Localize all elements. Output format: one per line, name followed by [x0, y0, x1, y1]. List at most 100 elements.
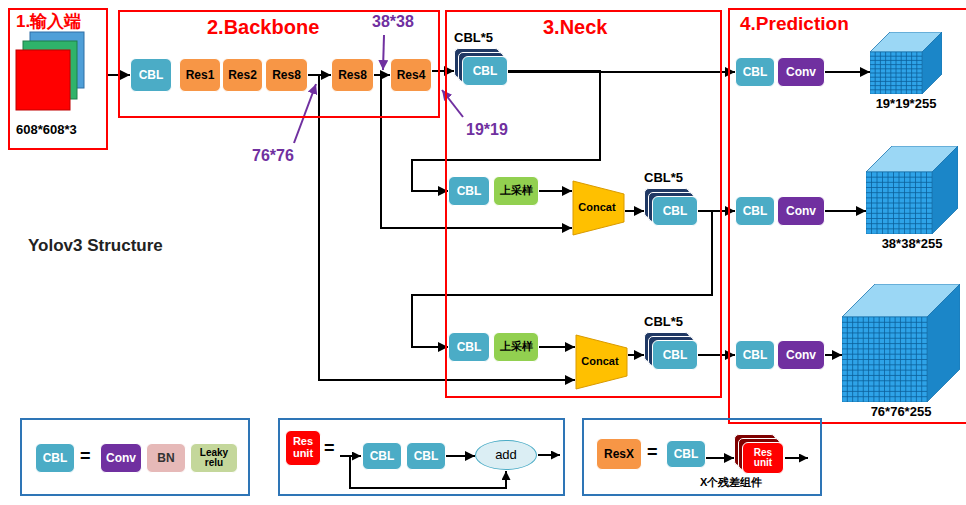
block-text: Conv: [786, 349, 816, 362]
tensor-size: 76*76*255: [871, 404, 932, 420]
output-wire: [785, 457, 808, 459]
block-text: CBL: [139, 69, 164, 82]
stack-count: CBL*5: [644, 170, 683, 186]
trapezoid-fill: [573, 181, 624, 235]
activation-block: Leaky relu: [190, 443, 238, 473]
cube-grid: [866, 182, 932, 183]
cbl-stack: CBLCBL*5: [644, 332, 698, 370]
cube-grid: [866, 192, 932, 193]
upsample-block: 上采样: [493, 332, 539, 362]
feature-cube: [866, 146, 958, 234]
region-title: 4.Prediction: [740, 13, 849, 36]
block-text: CBL: [370, 450, 395, 463]
panel-text: =: [647, 442, 658, 464]
cube-grid: [842, 322, 927, 323]
cube-grid: [842, 343, 927, 344]
feature-cube: [870, 32, 942, 94]
flow-arrow: [825, 210, 866, 212]
cbl-stack: CBLCBL*5: [454, 48, 508, 86]
block-text: CBL: [743, 349, 768, 362]
cbl-block: CBL: [406, 442, 446, 470]
cube-grid: [866, 218, 932, 219]
structure-title: Yolov3 Structure: [28, 236, 163, 256]
output-wire: [538, 454, 560, 456]
input-channel: [16, 50, 70, 110]
cbl-block: CBL: [735, 57, 775, 87]
pointer-arrow: [383, 35, 384, 70]
block-text: CBL: [663, 205, 688, 218]
block-text: CBL: [414, 450, 439, 463]
cube-grid: [842, 370, 927, 371]
region-title: 2.Backbone: [207, 15, 319, 39]
block-text: Res unit: [746, 448, 780, 469]
cube-grid: [870, 89, 922, 90]
block-text: add: [495, 447, 517, 463]
cube-side: [927, 284, 960, 402]
cube-side: [932, 146, 958, 234]
block-text: Concat: [578, 201, 618, 214]
flow-arrow: [628, 354, 644, 356]
block-text: CBL: [43, 452, 68, 465]
cbl-block: CBL: [362, 442, 402, 470]
block-text: Res8: [272, 69, 301, 82]
tensor-size: 38*38*255: [882, 236, 943, 252]
cube-grid: [842, 386, 927, 387]
res-block: Res4: [390, 58, 432, 92]
cbl-block: CBL: [735, 196, 775, 226]
input-region: 1.输入端608*608*3: [8, 8, 108, 150]
stack-count: CBL*5: [644, 314, 683, 330]
region-title: 3.Neck: [543, 15, 608, 39]
cube-grid: [870, 85, 922, 86]
res-block: Res1: [179, 58, 221, 92]
conv-block: Conv: [777, 57, 825, 87]
cube-front: [866, 172, 932, 234]
cube-grid: [866, 213, 932, 214]
cube-grid: [870, 81, 922, 82]
block-text: CBL: [663, 349, 688, 362]
cube-grid: [866, 177, 932, 178]
cube-grid: [842, 380, 927, 381]
cube-grid: [866, 223, 932, 224]
block-text: CBL: [457, 185, 482, 198]
output-tensor: 38*38*255: [866, 146, 958, 234]
flow-arrow: [412, 211, 712, 347]
flow-arrow: [706, 457, 734, 459]
cbl-block: CBL: [666, 440, 706, 468]
cube-grid: [866, 228, 932, 229]
cbl-block: CBL: [448, 176, 490, 206]
concat-block: Concat: [572, 180, 625, 236]
flow-arrow: [308, 75, 575, 380]
panel-text: =: [324, 438, 335, 460]
flow-arrow: [539, 346, 575, 348]
cube-grid: [842, 327, 927, 328]
panel-text: =: [80, 446, 91, 468]
prediction-region: CBLConv19*19*255CBLConv38*38*255CBLConv7…: [728, 8, 966, 424]
stack-front: Res unit: [742, 442, 784, 474]
region-title: 608*608*3: [16, 122, 77, 138]
stack-front: CBL: [462, 56, 508, 86]
panel-text: X个残差组件: [700, 476, 762, 489]
cube-grid: [842, 396, 927, 397]
res-unit-block: Res unit: [285, 430, 321, 466]
flow-arrow: [825, 354, 842, 356]
concat-block: Concat: [575, 334, 628, 390]
cube-front: [842, 317, 927, 402]
cube-grid: [842, 364, 927, 365]
size-label: 38*38: [372, 13, 414, 31]
block-text: CBL: [674, 448, 699, 461]
stack-front: CBL: [652, 196, 698, 226]
flow-arrow: [825, 71, 870, 73]
block-text: 上采样: [500, 341, 533, 353]
res-block: Res8: [331, 58, 374, 92]
cube-grid: [870, 73, 922, 74]
cube-grid: [866, 203, 932, 204]
stack-front: CBL: [652, 340, 698, 370]
neck-region: CBLCBL*5CBL上采样ConcatCBLCBL*5CBL上采样Concat…: [445, 10, 722, 398]
feature-cube: [842, 284, 960, 402]
cube-grid: [870, 68, 922, 69]
cube-grid: [842, 332, 927, 333]
cbl-block: CBL: [35, 443, 75, 473]
cube-grid: [842, 375, 927, 376]
definition-panel: Res unitCBL CBL add =: [278, 418, 565, 496]
block-text: ResX: [604, 448, 634, 461]
